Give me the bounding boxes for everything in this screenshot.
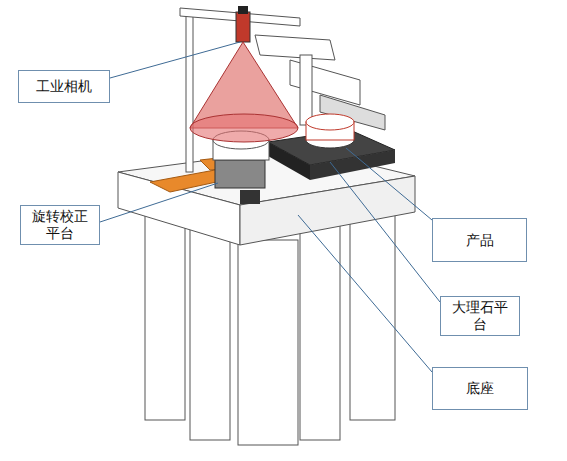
callout-box: 产品 (432, 218, 527, 262)
motor (240, 190, 260, 204)
bracket (300, 55, 312, 125)
camera-body (236, 12, 250, 42)
table-leg (145, 200, 185, 420)
table-leg (350, 205, 395, 420)
leader-line (330, 162, 440, 302)
pole (186, 12, 193, 172)
callout-label: 产品 (466, 232, 494, 249)
callout-label: 大理石平 台 (445, 299, 515, 333)
leader-line (110, 42, 240, 78)
table-leg (300, 215, 340, 440)
leader-line (298, 215, 432, 372)
table-side (240, 176, 415, 245)
slide (255, 35, 335, 60)
callout-text-group: 旋转校正 平台 (25, 208, 95, 242)
camera-top (238, 6, 248, 14)
stage-base (215, 160, 265, 188)
marble-front (268, 142, 310, 180)
callout-label: 工业相机 (36, 78, 92, 95)
table-leg (238, 240, 298, 445)
callout-text-group: 大理石平 台 (445, 299, 515, 333)
leader-lines (100, 42, 440, 372)
callout-box: 旋转校正 平台 (20, 205, 100, 245)
callout-box: 大理石平 台 (440, 296, 520, 336)
marble-side (310, 150, 395, 180)
view-field (190, 114, 298, 142)
callout-box: 底座 (432, 367, 528, 410)
product-top (306, 114, 354, 130)
callout-label: 旋转校正 平台 (25, 208, 95, 242)
callout-label: 底座 (466, 380, 494, 397)
callout-box: 工业相机 (18, 70, 110, 103)
callout-text-group: 产品 (466, 232, 494, 249)
table (118, 148, 415, 445)
leader-line (346, 148, 432, 220)
camera-view (190, 42, 298, 142)
leader-line (100, 183, 218, 222)
callout-text-group: 底座 (466, 380, 494, 397)
callout-text-group: 工业相机 (36, 78, 92, 95)
table-leg (190, 225, 230, 440)
